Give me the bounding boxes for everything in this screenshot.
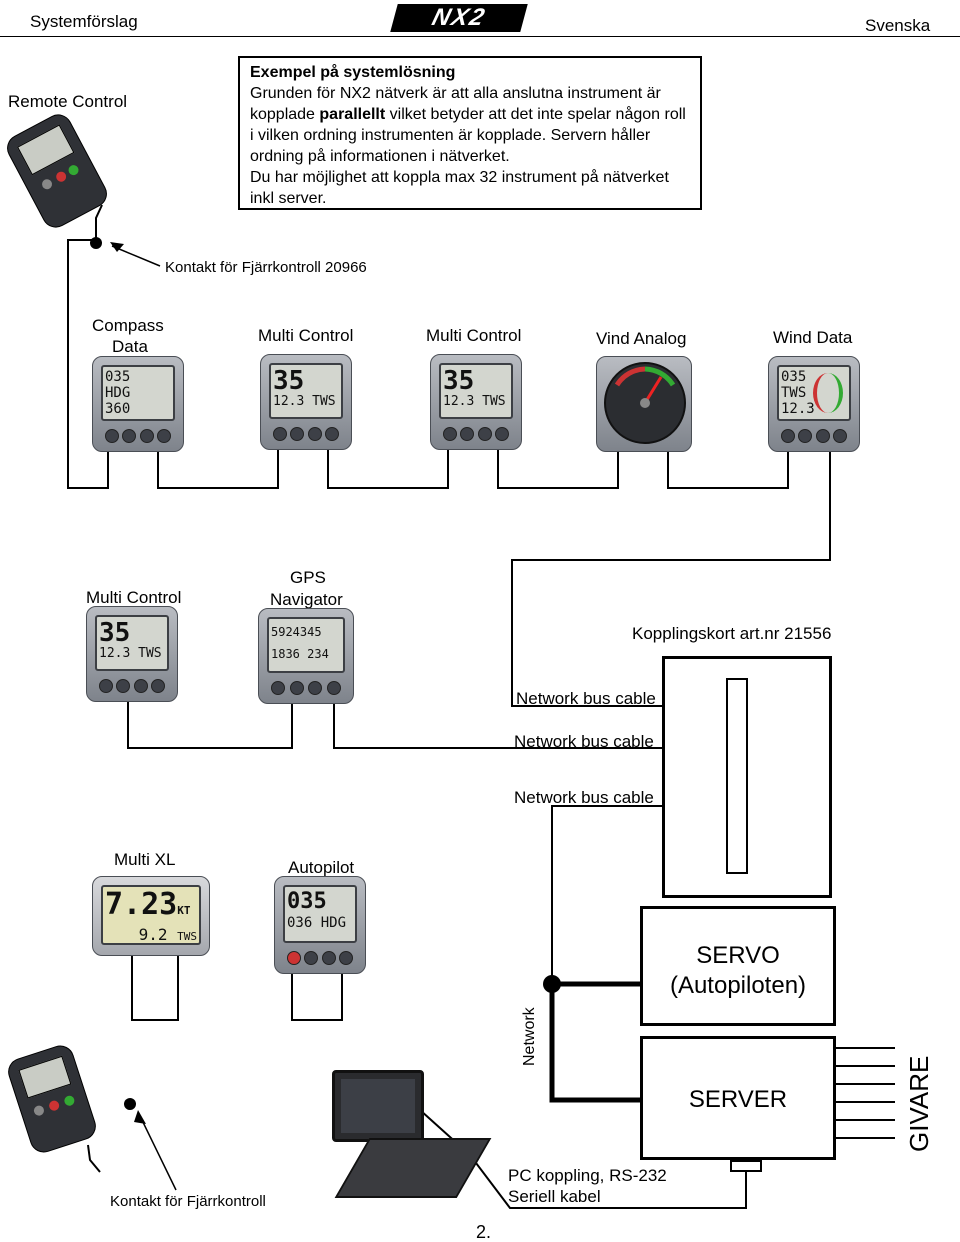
arrow-bottom: [134, 1110, 146, 1124]
wind-data-label: Wind Data: [773, 328, 853, 347]
pc-label-1: PC koppling, RS-232: [508, 1166, 667, 1185]
givare-label: GIVARE: [904, 1055, 934, 1152]
section-title: Systemförslag: [30, 12, 138, 31]
bus-cable-label-3: Network bus cable: [514, 788, 654, 807]
multi-control-label-3: Multi Control: [86, 588, 182, 607]
kontakt-top-label: Kontakt för Fjärrkontroll 20966: [165, 259, 367, 276]
serial-port: [730, 1160, 762, 1172]
info-title: Exempel på systemlösning: [250, 64, 456, 81]
multi-control-display-1: 35 12.3 TWS: [260, 354, 352, 450]
info-box: Exempel på systemlösning Grunden för NX2…: [238, 56, 702, 210]
remote-control-label: Remote Control: [8, 92, 128, 111]
multi-xl-display: 7.23KT 9.2 TWS: [92, 876, 210, 956]
gps-label-1: GPS: [290, 568, 326, 587]
pc-label-2: Seriell kabel: [508, 1187, 601, 1206]
connector-dot-top: [90, 237, 102, 249]
wind-data-display: 035 TWS 12.3: [768, 356, 860, 452]
autopilot-label: Autopilot: [288, 858, 355, 877]
wind-gauge-icon: [604, 362, 686, 444]
multi-control-display-2: 35 12.3 TWS: [430, 354, 522, 450]
server-box: SERVER: [640, 1036, 836, 1160]
multi-xl-label: Multi XL: [114, 850, 176, 869]
network-junction-dot: [543, 975, 561, 993]
autopilot-display: 035 036 HDG: [274, 876, 366, 974]
page-number: 2.: [476, 1222, 492, 1242]
vind-analog-label: Vind Analog: [596, 329, 687, 348]
multi-control-label-1: Multi Control: [258, 326, 354, 345]
compass-data-display: 035 HDG 360: [92, 356, 184, 452]
gps-label-2: Navigator: [270, 590, 343, 609]
kontakt-bottom-label: Kontakt för Fjärrkontroll: [110, 1193, 266, 1210]
info-text-2: Du har möjlighet att koppla max 32 instr…: [250, 169, 669, 207]
gps-navigator-display: 5924345 1836 234: [258, 608, 354, 704]
arrow-top: [110, 242, 124, 252]
compass-data-label-1: Compass: [92, 316, 164, 335]
bus-cable-label-1: Network bus cable: [516, 689, 656, 708]
bus-cable-label-2: Network bus cable: [514, 732, 654, 751]
connector-dot-bottom: [124, 1098, 136, 1110]
network-label: Network: [521, 1007, 538, 1066]
page-header: Systemförslag NX2 Svenska: [0, 0, 960, 37]
kopplingskort-label: Kopplingskort art.nr 21556: [632, 624, 832, 643]
servo-box: SERVO (Autopiloten): [640, 906, 836, 1026]
multi-control-display-3: 35 12.3 TWS: [86, 606, 178, 702]
kopplingskort-terminal: [726, 678, 748, 874]
vind-analog-display: [596, 356, 692, 452]
multi-control-label-2: Multi Control: [426, 326, 522, 345]
compass-data-label-2: Data: [112, 337, 148, 356]
info-text: Grunden för NX2 nätverk är att alla ansl…: [250, 85, 686, 165]
laptop-icon: [332, 1070, 424, 1142]
language-label: Svenska: [865, 16, 931, 35]
